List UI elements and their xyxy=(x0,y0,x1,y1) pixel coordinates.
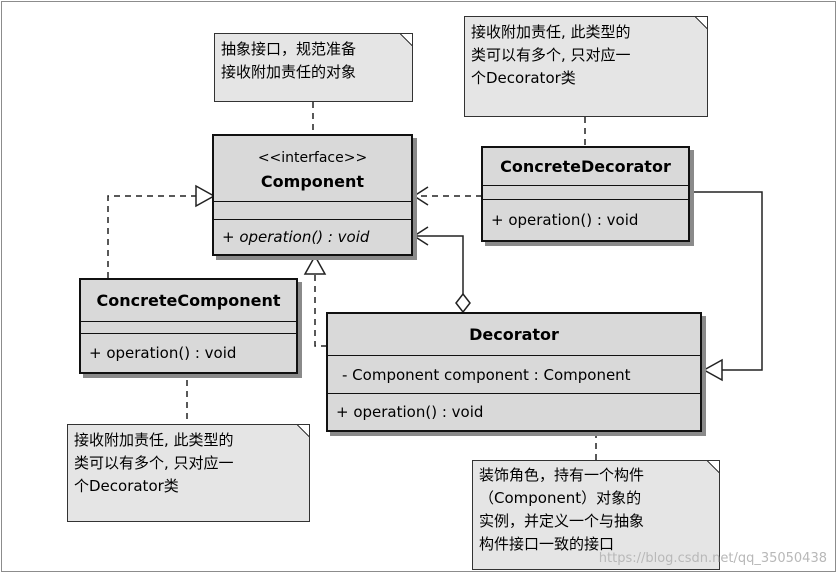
decorator-aggregation xyxy=(414,235,464,294)
note-line: 个Decorator类 xyxy=(74,477,179,495)
concrete-decorator-note[interactable]: 接收附加责任, 此类型的 类可以有多个, 只对应一 个Decorator类 xyxy=(464,16,708,117)
component-class[interactable]: <<interface>> Component + operation() : … xyxy=(212,134,413,256)
note-line: 装饰角色，持有一个构件 xyxy=(479,466,645,484)
decorator-operation: + operation() : void xyxy=(336,403,484,421)
aggregation-arrowhead xyxy=(412,226,429,246)
concrete-component-name: ConcreteComponent xyxy=(96,291,281,310)
watermark: https://blog.csdn.net/qq_35050438 xyxy=(598,551,827,566)
note-line: 个Decorator类 xyxy=(471,69,576,87)
concrete-component-class[interactable]: ConcreteComponent + operation() : void xyxy=(79,278,298,374)
note-fold-corner xyxy=(706,461,719,474)
realization-arrowhead-up xyxy=(303,254,327,275)
note-fold-corner xyxy=(399,34,412,47)
decorator-header: Decorator xyxy=(328,314,700,356)
note-line: 类可以有多个, 只对应一 xyxy=(471,46,631,64)
component-attributes xyxy=(214,202,411,220)
concrete-decorator-class[interactable]: ConcreteDecorator + operation() : void xyxy=(481,146,690,242)
note-line: 抽象接口，规范准备 xyxy=(221,40,357,58)
decorator-attributes: - Component component : Component xyxy=(328,356,700,394)
component-stereotype: <<interface>> xyxy=(257,150,368,166)
concrete-component-attributes xyxy=(81,322,296,334)
concrete-component-realization xyxy=(107,195,196,278)
component-note[interactable]: 抽象接口，规范准备 接收附加责任的对象 xyxy=(214,33,413,102)
component-operation: + operation() : void xyxy=(222,228,370,246)
concrete-component-header: ConcreteComponent xyxy=(81,280,296,322)
realization-arrowhead-left xyxy=(195,184,216,208)
note-line: 类可以有多个, 只对应一 xyxy=(74,454,234,472)
component-name: Component xyxy=(260,172,365,191)
concrete-component-note[interactable]: 接收附加责任, 此类型的 类可以有多个, 只对应一 个Decorator类 xyxy=(67,424,310,522)
note-line: 接收附加责任的对象 xyxy=(221,63,357,81)
decorator-realization xyxy=(314,274,327,347)
concrete-decorator-name: ConcreteDecorator xyxy=(500,157,671,176)
decorator-attribute: - Component component : Component xyxy=(342,366,631,384)
concrete-decorator-attributes xyxy=(483,186,688,200)
note-fold-corner xyxy=(296,425,309,438)
concrete-decorator-header: ConcreteDecorator xyxy=(483,148,688,186)
concrete-decorator-operations: + operation() : void xyxy=(483,200,688,240)
note-line: 接收附加责任, 此类型的 xyxy=(471,23,631,41)
note-line: 接收附加责任, 此类型的 xyxy=(74,431,234,449)
component-header: <<interface>> Component xyxy=(214,136,411,202)
decorator-operations: + operation() : void xyxy=(328,394,700,430)
note-line: （Component）对象的 xyxy=(479,489,642,507)
dependency-arrowhead xyxy=(412,186,429,206)
concrete-decorator-inheritance xyxy=(690,191,763,371)
aggregation-diamond xyxy=(455,292,471,314)
inheritance-arrowhead xyxy=(702,358,723,382)
concrete-decorator-operation: + operation() : void xyxy=(491,211,639,229)
concrete-component-operation: + operation() : void xyxy=(89,344,237,362)
note-line: 构件接口一致的接口 xyxy=(479,535,615,553)
concrete-component-operations: + operation() : void xyxy=(81,334,296,372)
decorator-class[interactable]: Decorator - Component component : Compon… xyxy=(326,312,702,432)
note-line: 实例，并定义一个与抽象 xyxy=(479,512,645,530)
decorator-name: Decorator xyxy=(469,325,559,344)
note-fold-corner xyxy=(694,17,707,30)
decorator-note[interactable]: 装饰角色，持有一个构件 （Component）对象的 实例，并定义一个与抽象 构… xyxy=(472,460,720,570)
component-operations: + operation() : void xyxy=(214,220,411,254)
